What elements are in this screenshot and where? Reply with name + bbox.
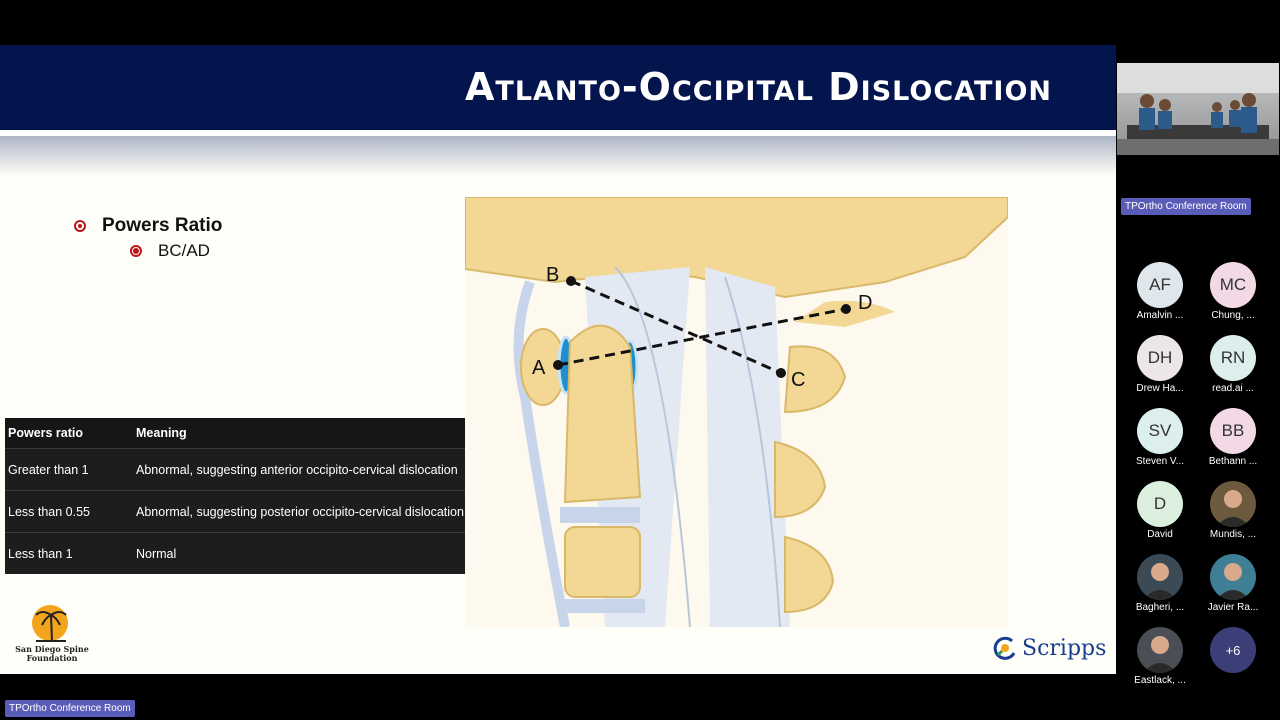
participant-tile[interactable]: DH Drew Ha...	[1130, 335, 1190, 394]
bullet-ring-icon	[74, 220, 86, 232]
avatar: SV	[1137, 408, 1183, 454]
label-a: A	[532, 357, 546, 379]
conference-room-video[interactable]	[1117, 63, 1279, 155]
participant-tile[interactable]: RN read.ai ...	[1203, 335, 1263, 394]
participant-tile[interactable]: Bagheri, ...	[1130, 554, 1190, 613]
powers-ratio-table: Powers ratio Meaning Greater than 1 Abno…	[5, 418, 506, 574]
label-b: B	[546, 264, 559, 286]
avatar: +6	[1210, 627, 1256, 673]
table-header-cell: Meaning	[136, 426, 187, 440]
point-c	[776, 368, 786, 378]
participant-name: Bagheri, ...	[1135, 602, 1185, 613]
point-a	[553, 360, 563, 370]
avatar: BB	[1210, 408, 1256, 454]
participant-tile[interactable]: Eastlack, ...	[1130, 627, 1190, 686]
bullet-powers-ratio: Powers Ratio	[74, 215, 222, 237]
participant-tile[interactable]: Mundis, ...	[1203, 481, 1263, 540]
avatar-photo	[1210, 554, 1256, 600]
table-header: Powers ratio Meaning	[5, 418, 506, 448]
slide-title: Atlanto-Occipital Dislocation	[465, 65, 1052, 109]
participant-name: Steven V...	[1136, 456, 1184, 467]
participant-tile[interactable]: +6	[1203, 627, 1263, 675]
participant-name: Bethann ...	[1208, 456, 1258, 467]
participant-name: read.ai ...	[1212, 383, 1254, 394]
table-cell: Less than 1	[8, 546, 73, 561]
avatar: DH	[1137, 335, 1183, 381]
slide-title-bar: Atlanto-Occipital Dislocation	[0, 45, 1116, 130]
scripps-swirl-icon	[993, 636, 1016, 660]
table-cell: Abnormal, suggesting anterior occipito-c…	[136, 462, 458, 477]
avatar: MC	[1210, 262, 1256, 308]
avatar-photo	[1137, 627, 1183, 673]
participant-name: Amalvin ...	[1136, 310, 1184, 321]
table-cell: Normal	[136, 546, 177, 561]
participant-name: Mundis, ...	[1209, 529, 1257, 540]
participant-tile[interactable]: SV Steven V...	[1130, 408, 1190, 467]
presenter-name-badge: TPOrtho Conference Room	[5, 700, 135, 717]
avatar-photo	[1210, 481, 1256, 527]
san-diego-spine-foundation-logo: San Diego Spine Foundation	[14, 603, 90, 667]
cervical-spine-illustration: B C A D	[465, 197, 1008, 627]
table-header-cell: Powers ratio	[8, 426, 84, 440]
bullet-dot-icon	[130, 245, 142, 257]
bullet-bc-ad: BC/AD	[130, 241, 210, 261]
participant-name: Javier Ra...	[1207, 602, 1259, 613]
point-d	[841, 304, 851, 314]
table-cell: Abnormal, suggesting posterior occipito-…	[136, 504, 464, 519]
avatar-photo	[1137, 554, 1183, 600]
participant-tile[interactable]: BB Bethann ...	[1203, 408, 1263, 467]
table-cell: Greater than 1	[8, 462, 89, 477]
participant-name: Eastlack, ...	[1134, 675, 1186, 686]
participant-tile[interactable]: AF Amalvin ...	[1130, 262, 1190, 321]
participant-name: Drew Ha...	[1136, 383, 1184, 394]
point-b	[566, 276, 576, 286]
scripps-logo: Scripps	[992, 635, 1106, 661]
participant-tile[interactable]: D David	[1130, 481, 1190, 540]
participant-name: Chung, ...	[1211, 310, 1255, 321]
presentation-slide: Atlanto-Occipital Dislocation Powers Rat…	[0, 45, 1116, 674]
room-video-feed	[1117, 63, 1279, 155]
label-d: D	[858, 292, 872, 314]
table-row: Less than 0.55 Abnormal, suggesting post…	[5, 490, 506, 532]
table-row: Less than 1 Normal	[5, 532, 506, 574]
avatar: D	[1137, 481, 1183, 527]
table-cell: Less than 0.55	[8, 504, 91, 519]
avatar: AF	[1137, 262, 1183, 308]
palm-tree-icon	[32, 605, 68, 642]
participant-name: David	[1147, 529, 1173, 540]
participant-tile[interactable]: Javier Ra...	[1203, 554, 1263, 613]
participant-tile[interactable]: MC Chung, ...	[1203, 262, 1263, 321]
avatar: RN	[1210, 335, 1256, 381]
table-row: Greater than 1 Abnormal, suggesting ante…	[5, 448, 506, 490]
room-name-badge: TPOrtho Conference Room	[1121, 198, 1251, 215]
label-c: C	[791, 369, 805, 391]
